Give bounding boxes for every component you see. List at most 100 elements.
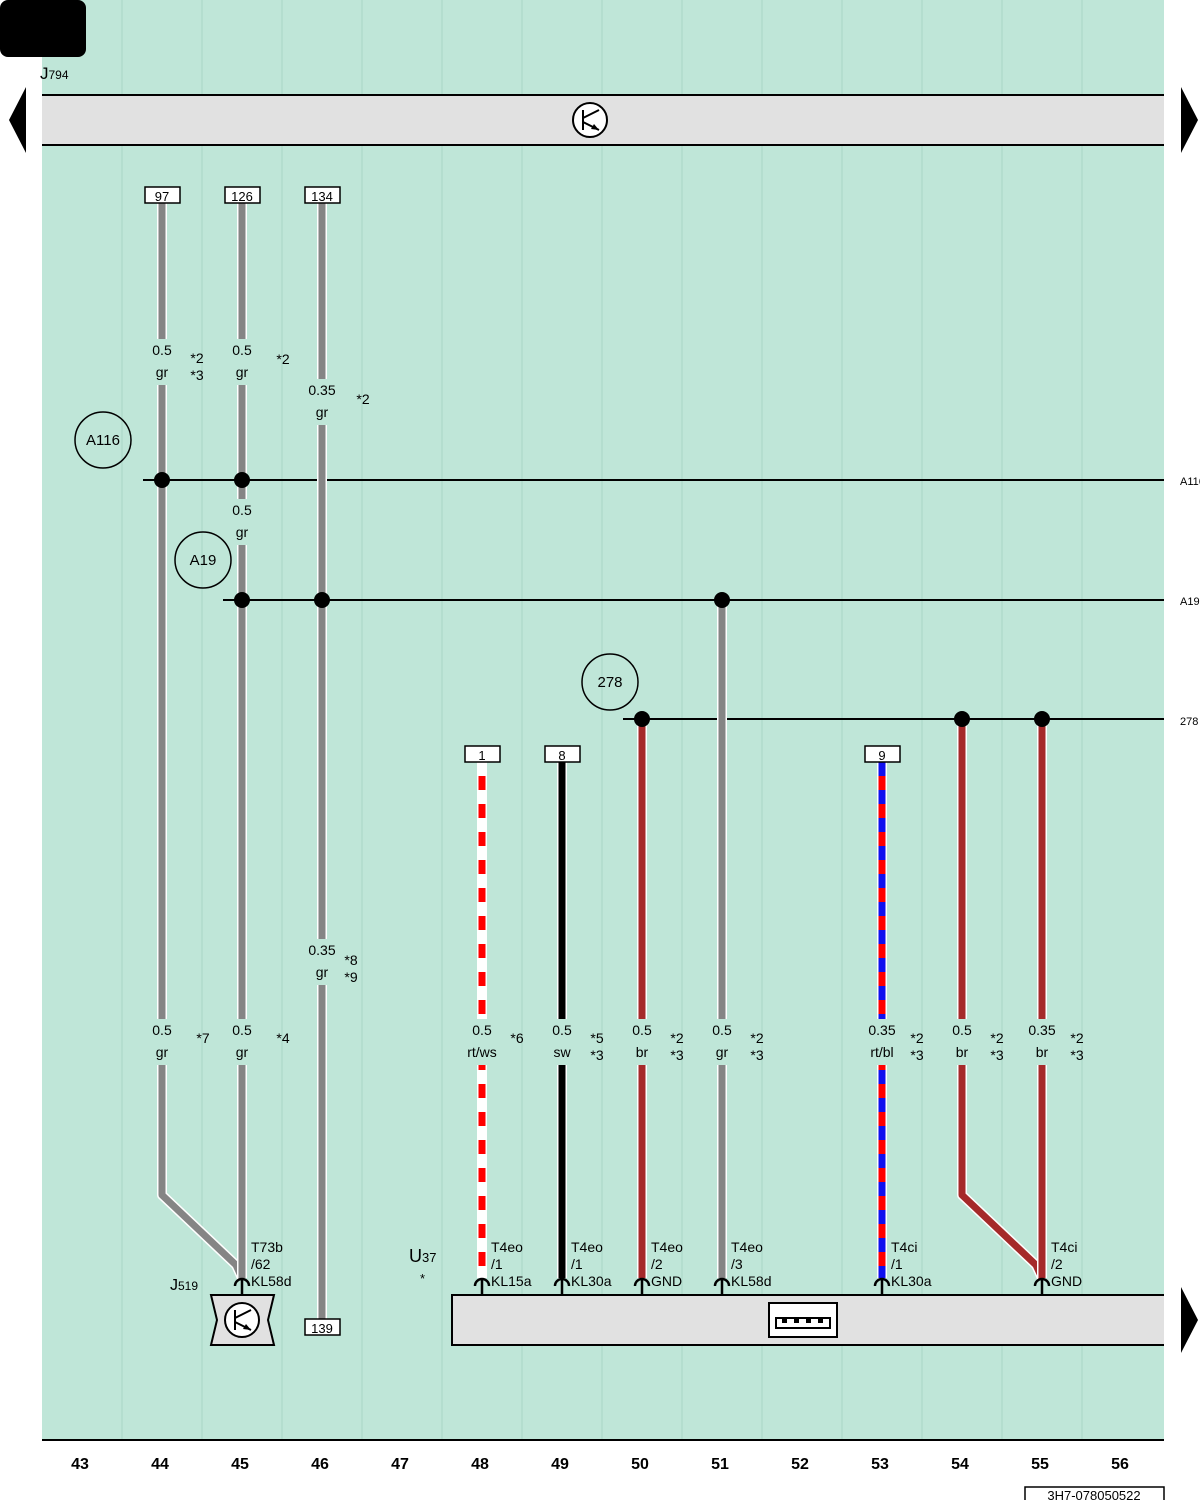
pin-number: /2: [651, 1256, 663, 1272]
bus-side-label-a116: A116: [1180, 476, 1200, 488]
wire-note: *3: [670, 1047, 683, 1063]
bus-badge-a19: [174, 531, 232, 589]
wire-color-code: gr: [316, 404, 329, 420]
grid-number: 54: [951, 1456, 969, 1473]
wire-note: *2: [750, 1030, 763, 1046]
splice-dots: [154, 472, 1050, 727]
wire-note: *6: [510, 1030, 523, 1046]
wire-size: 0.5: [232, 502, 252, 518]
wire-note: *3: [750, 1047, 763, 1063]
pin-terminal: GND: [651, 1273, 682, 1289]
wire-note: *3: [590, 1047, 603, 1063]
pin-number: /62: [251, 1256, 271, 1272]
splice-dot: [154, 472, 170, 488]
wire-note: *4: [276, 1030, 289, 1046]
wire-note: *8: [344, 952, 357, 968]
pin-contacts: T73b/62KL58dT4eo/1KL15aT4eo/1KL30aT4eo/2…: [233, 1239, 1082, 1295]
component-u37-note: *: [420, 1271, 425, 1286]
wire-label-backing: [707, 1019, 737, 1065]
grid-number: 47: [391, 1456, 409, 1473]
wire-size: 0.5: [632, 1022, 652, 1038]
wire-note: *7: [196, 1030, 209, 1046]
connector-tag-9: 9: [878, 748, 885, 763]
connector-tags: 97 126 134 139 1 8 9: [144, 186, 901, 1336]
splice-dot: [234, 592, 250, 608]
wire-color-code: gr: [236, 524, 249, 540]
wire-size: 0.5: [232, 1022, 252, 1038]
transistor-icon: [572, 102, 608, 138]
pin-connector: T4ci: [1051, 1239, 1077, 1255]
wire-color-code: gr: [156, 1044, 169, 1060]
bus-badge-a116: [74, 411, 132, 469]
wire-label-backing: [1024, 1019, 1060, 1065]
wire-labels: 0.5gr*2*30.5gr*20.35gr*20.5gr0.35gr*8*90…: [147, 339, 1084, 1065]
grid-number: 55: [1031, 1456, 1049, 1473]
wire-note: *3: [910, 1047, 923, 1063]
pin-terminal: GND: [1051, 1273, 1082, 1289]
wire-size: 0.5: [472, 1022, 492, 1038]
wire-size: 0.35: [308, 382, 335, 398]
wire-color-code: gr: [236, 364, 249, 380]
wire-color-code: gr: [156, 364, 169, 380]
pin-terminal: KL30a: [571, 1273, 612, 1289]
arrow-right-icon-lower[interactable]: [1181, 1287, 1198, 1353]
wire-size: 0.5: [152, 342, 172, 358]
connector-tag-139: 139: [311, 1321, 333, 1336]
wire-color-code: br: [1036, 1044, 1049, 1060]
wire-size: 0.5: [152, 1022, 172, 1038]
grid-number: 48: [471, 1456, 489, 1473]
transistor-icon: [224, 1302, 260, 1338]
grid-number: 45: [231, 1456, 249, 1473]
bus-side-label-278: 278: [1180, 716, 1198, 728]
bus-badge-a116-text: A116: [86, 432, 120, 449]
wire-size: 0.35: [308, 942, 335, 958]
wire-color-code: rt/ws: [467, 1044, 497, 1060]
splice-dot: [634, 711, 650, 727]
wire-label-backing: [947, 1019, 977, 1065]
wire-size: 0.5: [712, 1022, 732, 1038]
pin-terminal: KL58d: [731, 1273, 771, 1289]
wire-note: *3: [1070, 1047, 1083, 1063]
wire-color-code: br: [636, 1044, 649, 1060]
grid-number: 52: [791, 1456, 809, 1473]
wire-label-backing: [547, 1019, 577, 1065]
grid-number: 53: [871, 1456, 889, 1473]
pin-number: /1: [571, 1256, 583, 1272]
wire-color-code: rt/bl: [870, 1044, 893, 1060]
component-u37-outline: [451, 1294, 1164, 1346]
grid-number: 50: [631, 1456, 649, 1473]
wire-note: *2: [276, 351, 289, 367]
pin-number: /3: [731, 1256, 743, 1272]
splice-dot: [1034, 711, 1050, 727]
bus-badge-a19-text: A19: [190, 552, 217, 569]
splice-dot: [314, 592, 330, 608]
wire-note: *5: [590, 1030, 603, 1046]
component-j519-label: J519: [170, 1277, 198, 1294]
arrow-right-icon[interactable]: [1181, 87, 1198, 153]
wire-note: *2: [910, 1030, 923, 1046]
wire-note: *2: [356, 391, 369, 407]
wire-size: 0.5: [952, 1022, 972, 1038]
pin-connector: T4eo: [491, 1239, 523, 1255]
component-u37-label: U37: [409, 1246, 436, 1266]
wire-size: 0.5: [552, 1022, 572, 1038]
pin-connector: T4eo: [731, 1239, 763, 1255]
splice-dot: [954, 711, 970, 727]
connector-tag-134: 134: [311, 189, 333, 204]
arrow-left-icon[interactable]: [9, 87, 26, 153]
pin-connector: T4ci: [891, 1239, 917, 1255]
connector-tag-8: 8: [558, 748, 565, 763]
grid-number: 43: [71, 1456, 89, 1473]
wire-label-backing: [147, 339, 177, 385]
wire-note: *2: [1070, 1030, 1083, 1046]
wire-color-code: gr: [236, 1044, 249, 1060]
wire-label-backing: [304, 939, 340, 985]
pin-terminal: KL15a: [491, 1273, 532, 1289]
bus-badge-278-text: 278: [597, 674, 622, 691]
wire-note: *2: [990, 1030, 1003, 1046]
wire-label-backing: [227, 1019, 257, 1065]
grid-number: 49: [551, 1456, 569, 1473]
wire-note: *2: [670, 1030, 683, 1046]
pin-connector: T4eo: [571, 1239, 603, 1255]
